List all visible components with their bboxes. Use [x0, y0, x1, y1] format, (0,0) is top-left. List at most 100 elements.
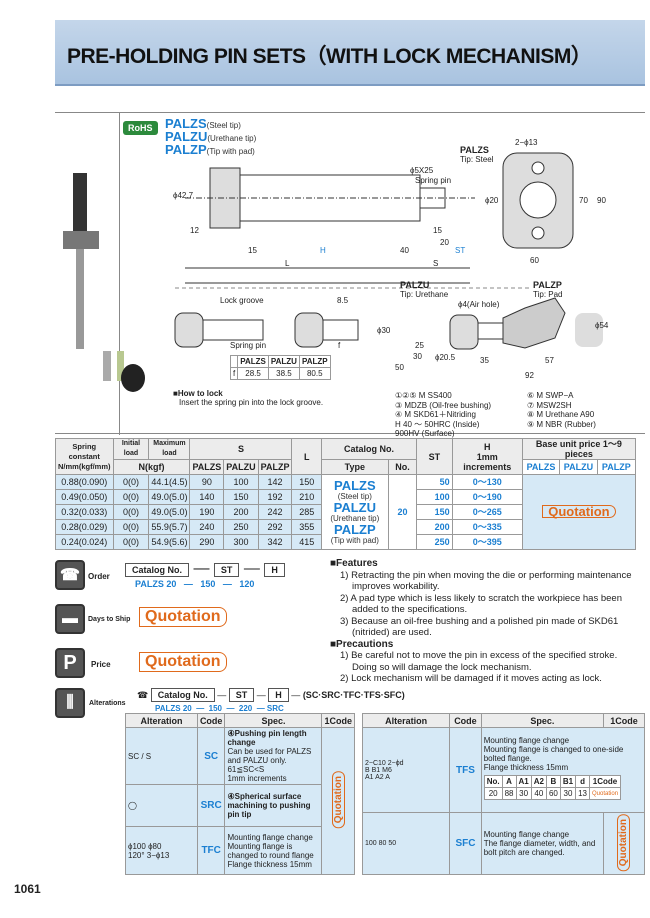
- text: Mounting flange is changed to one-side b…: [483, 745, 624, 763]
- text: PALZS 20: [155, 704, 192, 713]
- screw-dim: ϕ5X25: [410, 166, 434, 175]
- text: 0.28(0.029): [55, 519, 114, 535]
- text: Can be used for PALZS and PALZU only.: [227, 747, 312, 765]
- text: Catalog No.: [320, 438, 418, 460]
- text: PALZU: [559, 459, 598, 475]
- text: Type: [320, 459, 389, 475]
- dim: 57: [545, 356, 554, 365]
- text: 3−ϕ13: [146, 850, 170, 860]
- text: B: [365, 766, 370, 774]
- text: H: [268, 688, 289, 702]
- text: 0.49(0.050): [55, 489, 114, 505]
- dim: 60: [530, 256, 539, 265]
- text: Code: [449, 713, 482, 728]
- text: Mounting flange change: [483, 736, 570, 745]
- text: 342: [257, 534, 293, 550]
- variant-code: PALZU: [165, 129, 208, 144]
- text: ⑧ M Urethane A90: [527, 410, 595, 419]
- text: 120: [239, 579, 255, 589]
- text: 30: [515, 787, 532, 800]
- text: 200: [223, 504, 259, 520]
- text: ST: [228, 688, 255, 702]
- text: Alterations: [89, 700, 126, 707]
- text: H 40 ～ 50HRC (Inside): [395, 419, 480, 429]
- palzu-tip: Tip: Urethane: [400, 290, 449, 299]
- text: M6: [382, 766, 392, 774]
- ship-quotation: Quotation: [139, 607, 227, 627]
- alterations-example: PALZS 20 — 150 — 220 — SRC: [155, 704, 284, 713]
- text: 1Code: [602, 713, 646, 728]
- dim: 50: [395, 363, 404, 372]
- dim: ϕ54: [595, 321, 609, 330]
- text: 150: [208, 704, 222, 713]
- text: 900HV (Surface): [395, 429, 455, 438]
- text: Quotation: [589, 787, 622, 800]
- order-example: PALZS 20 — 150 — 120: [135, 579, 255, 589]
- text: 3) Because an oil-free bushing and a pol…: [340, 615, 619, 639]
- text: (Steel tip): [337, 492, 372, 501]
- text: Mounting flange change: [227, 832, 313, 842]
- text: Alteration: [125, 713, 198, 728]
- text: B1: [371, 766, 381, 774]
- text: ⑦ MSW2SH: [527, 400, 572, 410]
- dim: 2−ϕ13: [515, 138, 538, 147]
- text: 28.5: [237, 367, 269, 380]
- text: Base unit price 1～9 pieces: [521, 438, 637, 460]
- text: L: [291, 438, 322, 475]
- text: PALZU: [267, 355, 300, 368]
- text: 0～335: [451, 519, 523, 535]
- text: 250: [223, 519, 259, 535]
- text: 0.88(0.090): [55, 474, 114, 490]
- text: PALZP: [298, 355, 331, 368]
- text: Flange thickness 15mm: [227, 859, 312, 869]
- text: B1: [559, 775, 577, 788]
- dim: 30: [413, 352, 422, 361]
- text: ■Precautions: [330, 638, 394, 650]
- text: Insert the spring pin into the lock groo…: [179, 398, 324, 407]
- dim: 25: [415, 341, 424, 350]
- text: 290: [189, 534, 225, 550]
- text: 0.32(0.033): [55, 504, 114, 520]
- text: f: [229, 367, 239, 380]
- text: 142: [257, 474, 293, 490]
- text: Spec.: [480, 713, 604, 728]
- price-quotation: Quotation: [542, 505, 616, 518]
- text: 49.0(5.0): [148, 489, 191, 505]
- text: PALZS: [237, 355, 269, 368]
- text: Price: [91, 660, 111, 669]
- text: N(kgf): [112, 459, 191, 475]
- text: SC: [196, 727, 226, 785]
- text: PALZU: [223, 459, 259, 475]
- text: 54.9(5.6): [148, 534, 191, 550]
- dim: S: [433, 259, 438, 268]
- text: 0.24(0.024): [55, 534, 114, 550]
- text: 285: [291, 504, 322, 520]
- text: Alteration: [361, 713, 451, 728]
- drill-icon: ⫼: [55, 688, 85, 718]
- dim: ϕ20: [485, 196, 499, 205]
- h-box: H: [264, 563, 285, 577]
- text: 0～190: [451, 489, 523, 505]
- how-to-lock: ■How to lock Insert the spring pin into …: [173, 389, 323, 407]
- text: No.: [387, 459, 418, 475]
- text: 50: [416, 474, 453, 490]
- text: 355: [291, 519, 322, 535]
- text: A: [385, 773, 390, 781]
- text: The flange diameter, width, and bolt pit…: [483, 839, 596, 858]
- text: 40: [530, 787, 547, 800]
- text: TFC: [196, 826, 226, 875]
- text: 2) Lock mechanism will be damaged if it …: [340, 673, 602, 684]
- text: 250: [416, 534, 453, 550]
- palzp-tip: Tip: Pad: [533, 290, 563, 299]
- text: ⑥ M SWP−A: [527, 391, 574, 400]
- text: PALZS: [521, 459, 561, 475]
- text: ϕ80: [148, 841, 162, 851]
- text: 50: [388, 840, 397, 848]
- dim: 92: [525, 371, 534, 380]
- text: No.: [483, 775, 503, 788]
- text: 1) Retracting the pin when moving the di…: [340, 569, 632, 593]
- page-number: 1061: [14, 882, 41, 896]
